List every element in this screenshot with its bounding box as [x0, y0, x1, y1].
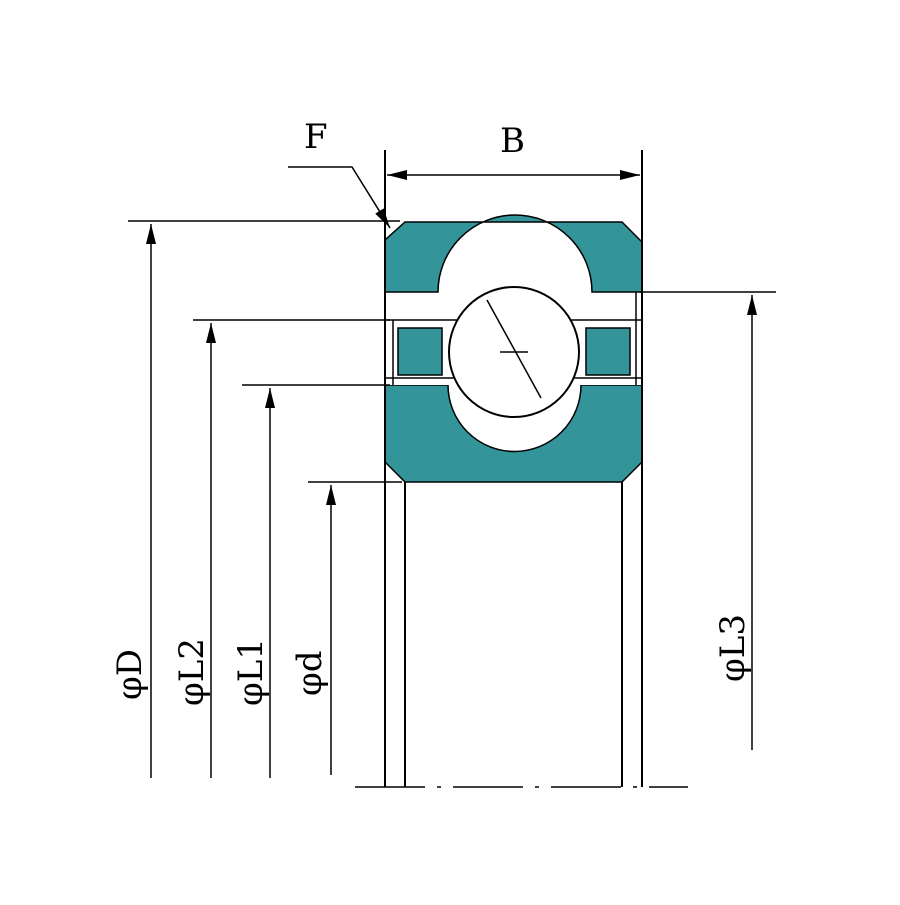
bore-label: φd	[290, 650, 330, 696]
outer-diameter-label: φD	[110, 649, 150, 700]
cage-pocket-right	[585, 327, 631, 376]
chamfer-label: F	[304, 117, 328, 157]
outer-ring	[384, 214, 643, 293]
inner-ring	[384, 384, 643, 483]
cage-pocket-left	[397, 327, 443, 376]
land-l2-label: φL2	[172, 638, 212, 706]
land-l1-label: φL1	[231, 638, 271, 706]
contact-angle-line	[486, 299, 542, 399]
width-label: B	[500, 121, 525, 161]
land-l3-label: φL3	[713, 614, 753, 682]
chamfer-leader	[288, 166, 391, 229]
